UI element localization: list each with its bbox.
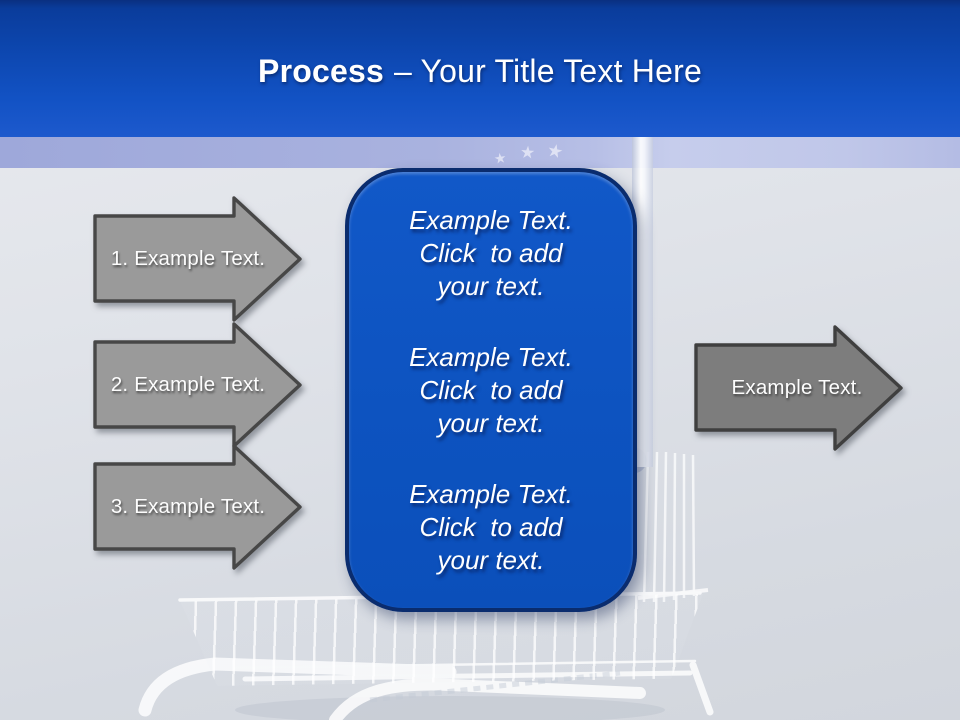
center-text-panel[interactable]: Example Text. Click to add your text. Ex… <box>345 168 637 612</box>
panel-text-block-1[interactable]: Example Text. Click to add your text. <box>409 204 573 301</box>
panel-text-block-3[interactable]: Example Text. Click to add your text. <box>409 478 573 575</box>
result-arrow-label: Example Text. <box>731 376 863 399</box>
step-arrow-3-label: 3. Example Text. <box>110 495 266 518</box>
title-subtitle: – Your Title Text Here <box>393 53 702 89</box>
step-arrow-3[interactable]: 3. Example Text. <box>93 443 303 571</box>
step-arrow-2[interactable]: 2. Example Text. <box>93 321 303 449</box>
title-keyword: Process <box>258 53 384 89</box>
panel-text-block-2[interactable]: Example Text. Click to add your text. <box>409 341 573 438</box>
arrow-shape <box>93 196 302 322</box>
result-arrow[interactable]: Example Text. <box>694 324 904 452</box>
flag-star-icon: ★ <box>519 142 536 163</box>
arrow-shape <box>93 322 302 448</box>
arrow-shape <box>93 444 302 570</box>
flag-star-icon: ★ <box>492 149 508 167</box>
step-arrow-1-label: 1. Example Text. <box>110 247 266 270</box>
step-arrow-1[interactable]: 1. Example Text. <box>93 195 303 323</box>
flag-band <box>0 137 960 168</box>
page-title: Process– Your Title Text Here <box>0 53 960 90</box>
title-bar: Process– Your Title Text Here <box>0 0 960 137</box>
flag-pole <box>632 137 653 467</box>
arrow-shape <box>694 325 903 451</box>
step-arrow-2-label: 2. Example Text. <box>110 373 266 396</box>
